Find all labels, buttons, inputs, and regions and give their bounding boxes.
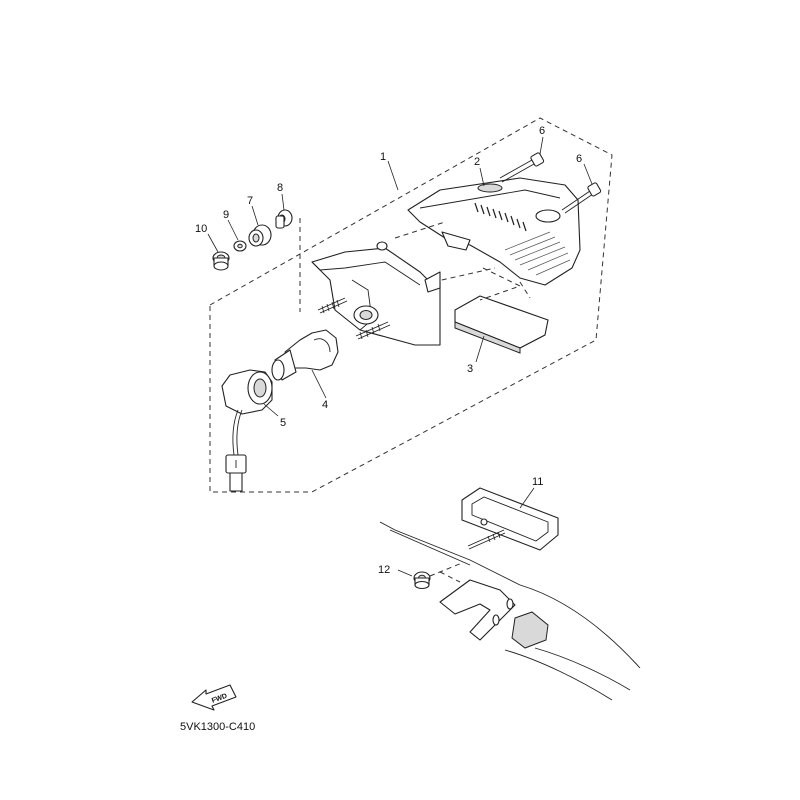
callout-8: 8	[277, 182, 283, 194]
callout-9: 9	[223, 209, 229, 221]
fwd-arrow-icon: FWD	[191, 684, 237, 711]
assembly-boundary	[209, 117, 613, 493]
callout-6b: 6	[576, 153, 582, 165]
callout-3: 3	[467, 363, 473, 375]
diagram-code: 5VK1300-C410	[180, 721, 255, 733]
callout-10: 10	[195, 223, 207, 235]
part-10-nut	[212, 251, 230, 271]
callout-4: 4	[322, 399, 328, 411]
callout-11: 11	[532, 476, 543, 488]
part-6-screw-b	[561, 182, 602, 214]
part-4-bulb	[271, 329, 339, 381]
alignment-line-e	[432, 267, 496, 283]
part-9-washer	[233, 240, 247, 252]
leader-lines	[207, 136, 593, 577]
callout-1: 1	[380, 151, 386, 163]
part-7-grommet	[248, 224, 272, 247]
alignment-line-a	[479, 267, 522, 301]
part-2-taillight-lens	[407, 177, 581, 286]
part-6-screw-a	[499, 152, 545, 183]
callout-2: 2	[474, 156, 480, 168]
part-8-collar	[275, 209, 293, 229]
part-1-taillight-housing	[311, 241, 441, 346]
alignment-line-b	[519, 281, 531, 299]
part-5-bulb-socket	[221, 369, 273, 492]
part-3-license-lens	[454, 295, 549, 354]
callout-6a: 6	[539, 125, 545, 137]
part-11-reflector	[461, 487, 559, 551]
callout-5: 5	[280, 417, 286, 429]
part-12-nut	[413, 562, 463, 590]
callout-7: 7	[247, 195, 253, 207]
rear-fender-bracket	[379, 521, 641, 701]
callout-12: 12	[378, 564, 390, 576]
